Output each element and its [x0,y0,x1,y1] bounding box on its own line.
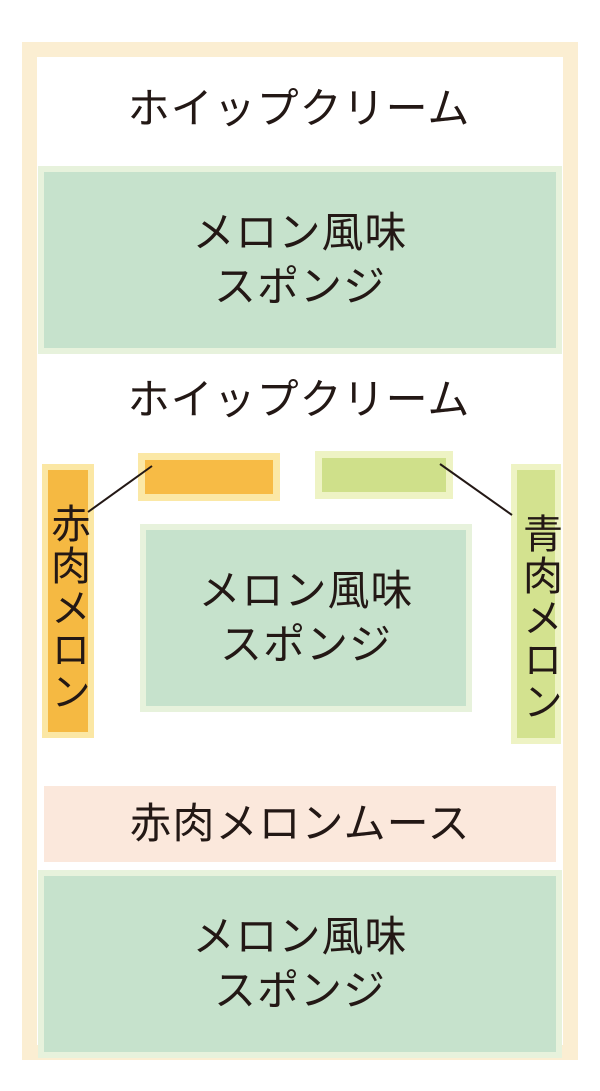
whipped-cream-middle-label: ホイップクリーム [127,375,471,425]
sponge-layer-top: メロン風味 スポンジ [44,172,556,348]
whipped-cream-top-label: ホイップクリーム [127,84,471,134]
sponge-top-label: メロン風味 スポンジ [192,208,408,311]
red-melon-piece-top [145,460,273,494]
whipped-cream-layer-middle: ホイップクリーム [40,365,558,435]
whipped-cream-layer-top: ホイップクリーム [40,60,558,158]
red-melon-strip [48,470,88,732]
sponge-layer-middle: メロン風味 スポンジ [146,530,466,706]
mousse-layer: 赤肉メロンムース [44,786,556,862]
sponge-bottom-label: メロン風味 スポンジ [192,912,408,1015]
red-melon-label: 赤肉メロン [44,503,90,713]
green-melon-strip [517,470,555,738]
green-melon-piece-top [322,458,446,492]
sponge-layer-bottom: メロン風味 スポンジ [44,876,556,1052]
green-melon-label: 青肉メロン [516,513,562,723]
mousse-label: 赤肉メロンムース [129,799,471,849]
sponge-middle-label: メロン風味 スポンジ [198,566,414,669]
